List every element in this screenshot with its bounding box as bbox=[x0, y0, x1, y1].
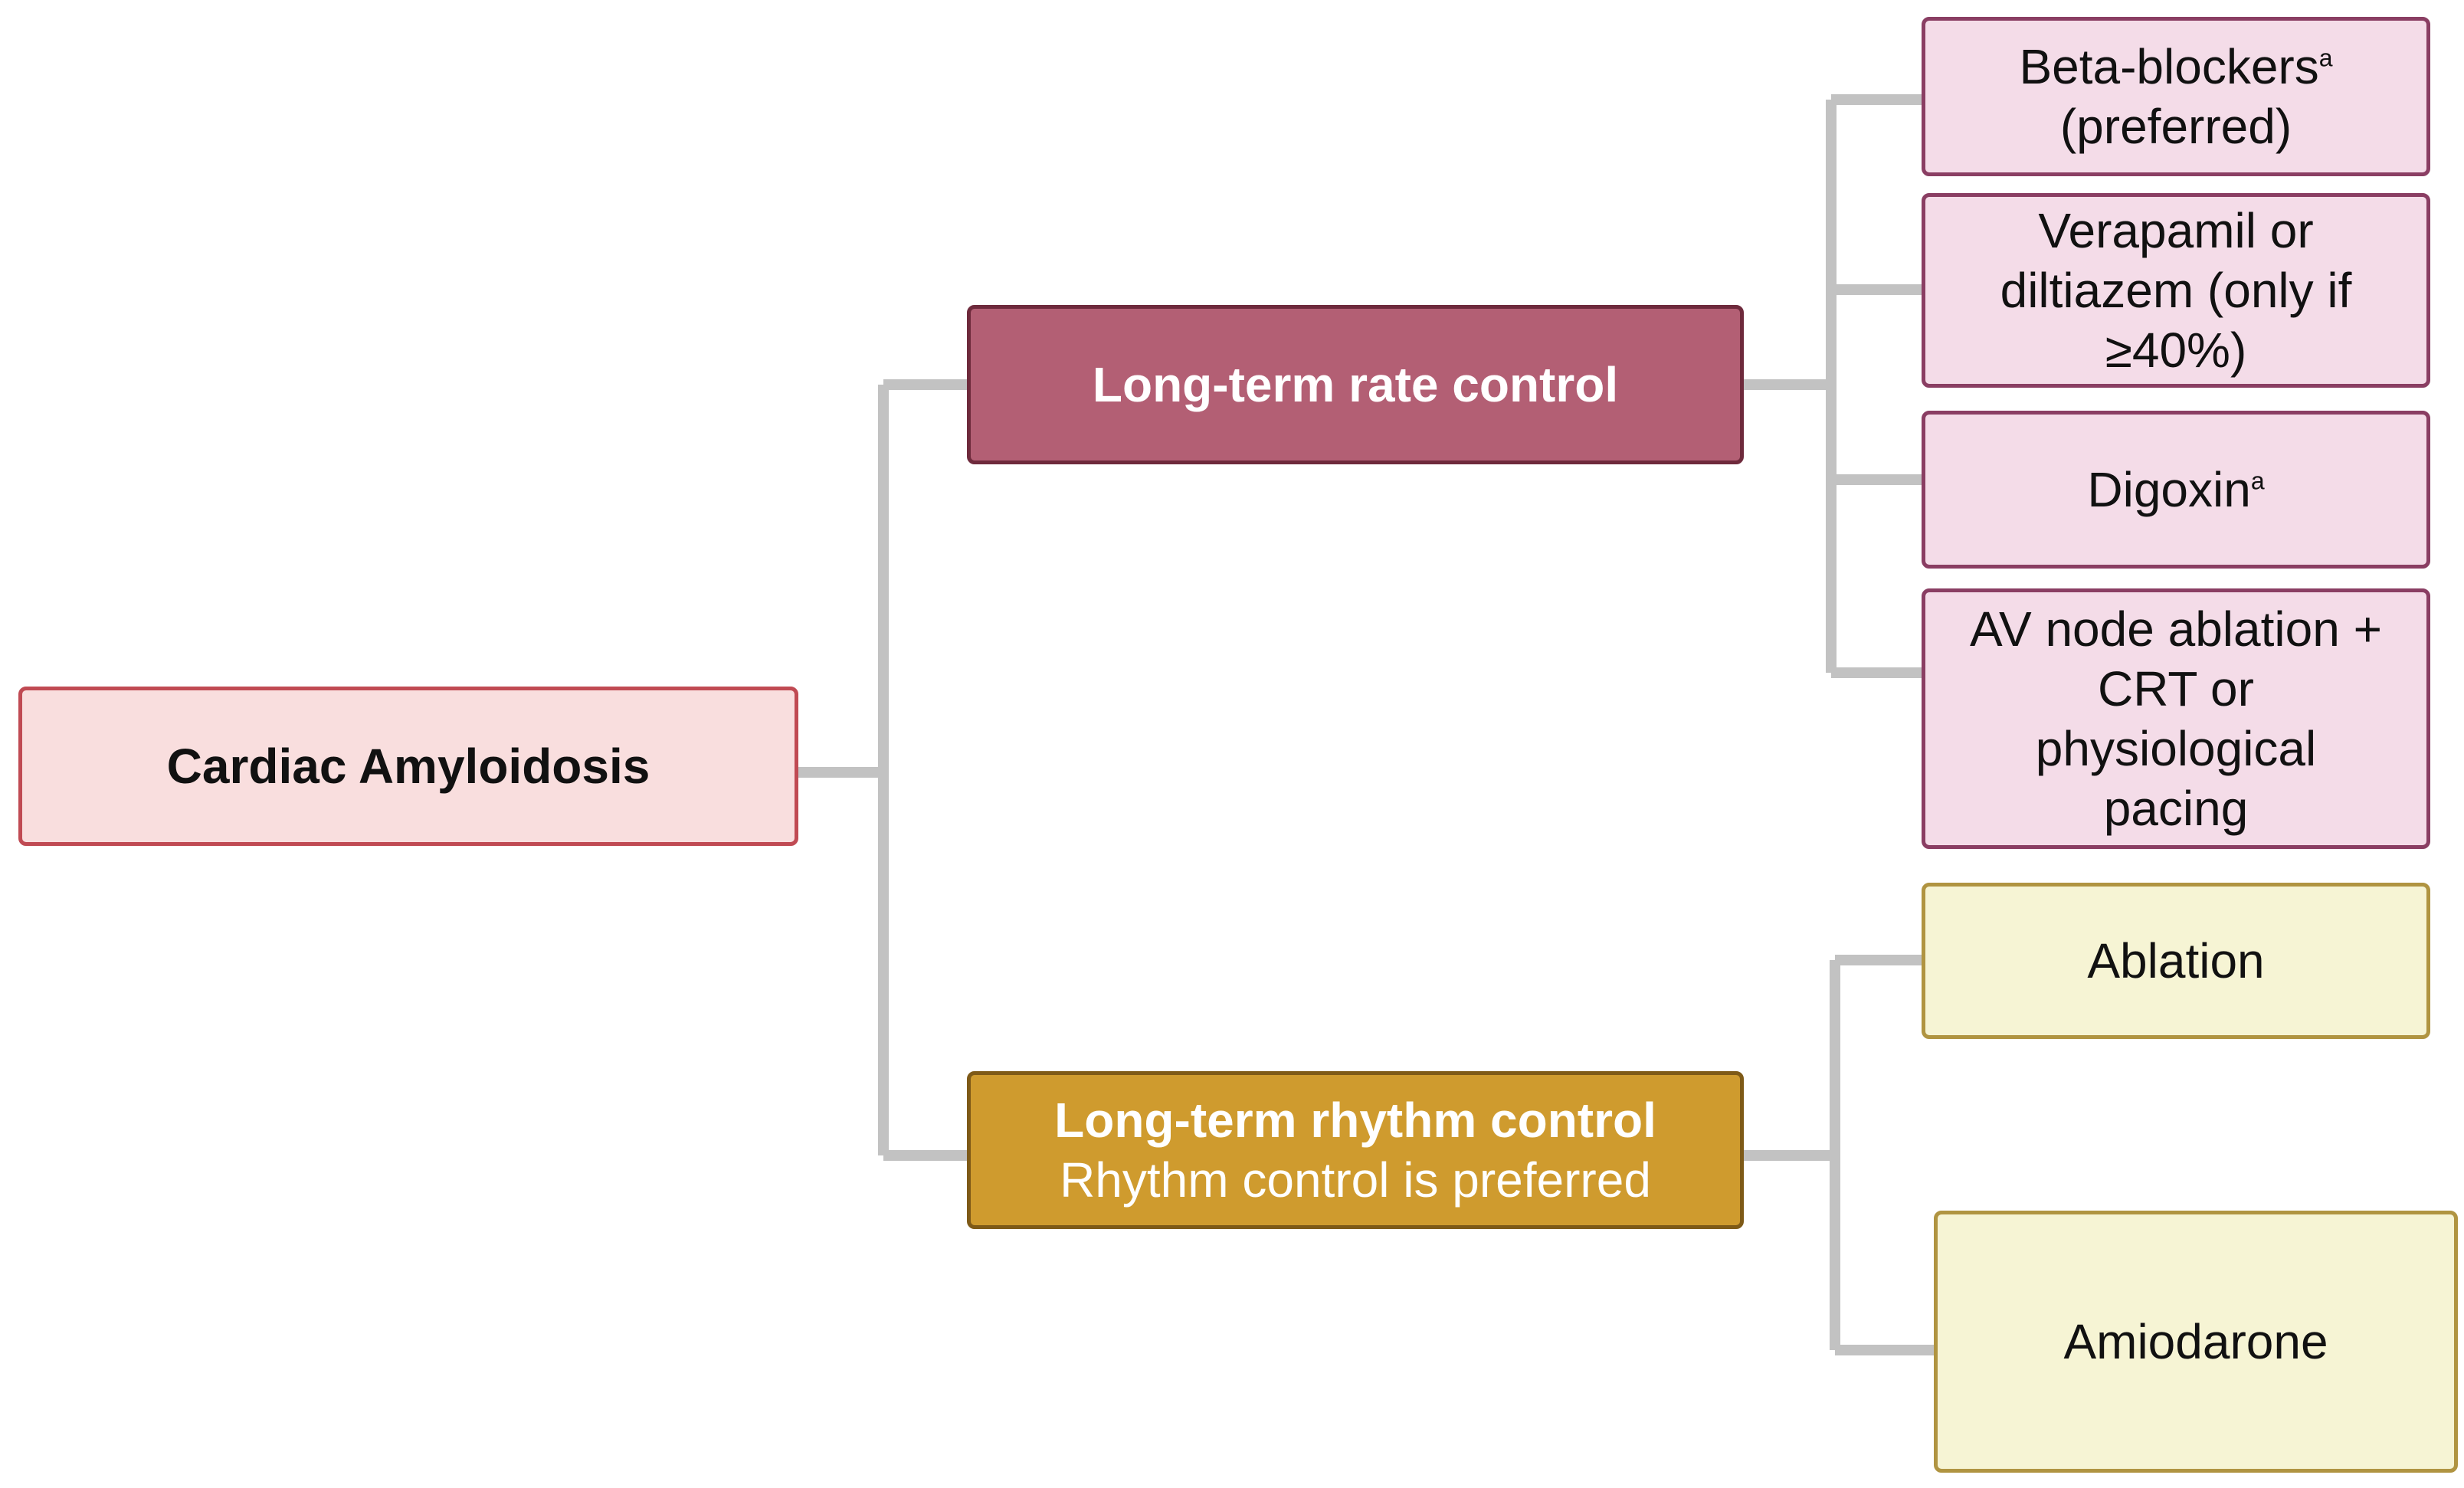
rhythm-control-label: Long-term rhythm control bbox=[1054, 1092, 1656, 1148]
beta-blockers-line1: Beta-blockersa bbox=[2019, 38, 2333, 94]
verapamil-line3: ≥40%) bbox=[2105, 323, 2247, 379]
cardiac-amyloidosis-node: Cardiac Amyloidosis bbox=[18, 687, 798, 846]
verapamil-diltiazem-node: Verapamil or diltiazem (only if ≥40%) bbox=[1922, 193, 2430, 388]
footnote-marker: a bbox=[2318, 44, 2333, 72]
rate-control-label: Long-term rate control bbox=[1092, 356, 1619, 412]
ablation-label: Ablation bbox=[2087, 932, 2265, 988]
av-node-ablation-node: AV node ablation + CRT or physiological … bbox=[1922, 588, 2430, 849]
av-node-line4: pacing bbox=[2103, 781, 2249, 837]
digoxin-node: Digoxina bbox=[1922, 411, 2430, 569]
root-label: Cardiac Amyloidosis bbox=[166, 738, 650, 794]
verapamil-line1: Verapamil or bbox=[2038, 202, 2314, 258]
beta-blockers-line2: (preferred) bbox=[2059, 99, 2292, 154]
amiodarone-node: Amiodarone bbox=[1934, 1211, 2458, 1473]
footnote-marker: a bbox=[2250, 467, 2265, 495]
beta-blockers-node: Beta-blockersa (preferred) bbox=[1922, 17, 2430, 176]
verapamil-line2: diltiazem (only if bbox=[2000, 262, 2352, 318]
rhythm-control-sublabel: Rhythm control is preferred bbox=[1060, 1152, 1651, 1208]
digoxin-label: Digoxina bbox=[2087, 461, 2265, 517]
av-node-line2: CRT or bbox=[2098, 660, 2254, 716]
rate-control-node: Long-term rate control bbox=[967, 305, 1744, 464]
ablation-node: Ablation bbox=[1922, 883, 2430, 1039]
av-node-line3: physiological bbox=[2035, 721, 2317, 776]
amiodarone-label: Amiodarone bbox=[2063, 1313, 2328, 1369]
rhythm-control-node: Long-term rhythm control Rhythm control … bbox=[967, 1071, 1744, 1229]
av-node-line1: AV node ablation + bbox=[1970, 601, 2382, 657]
